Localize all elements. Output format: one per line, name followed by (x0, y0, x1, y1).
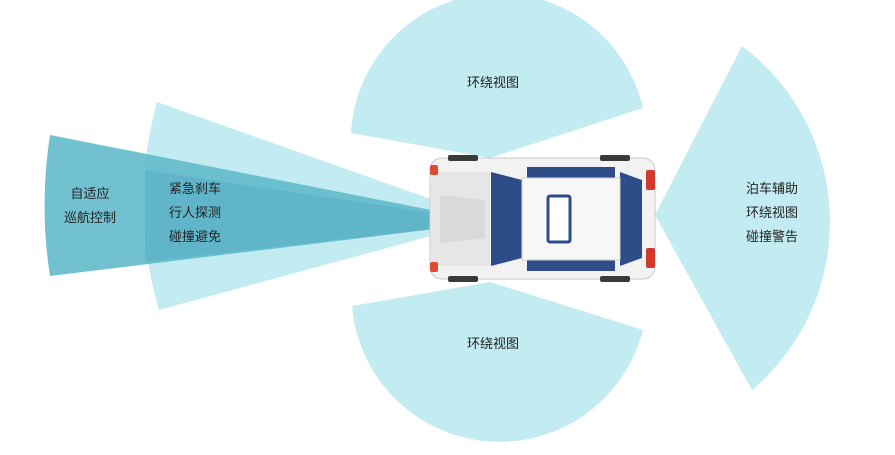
front-line-3: 碰撞避免 (169, 230, 222, 245)
top-surround-view-zone (351, 0, 643, 158)
acc-radar-zone (44, 135, 493, 276)
front-label: 紧急刹车 行人探测 碰撞避免 (169, 178, 221, 250)
rear-line-1: 泊车辅助 (746, 182, 799, 197)
front-overlap-zone (145, 170, 492, 262)
rear-label: 泊车辅助 环绕视图 碰撞警告 (746, 178, 798, 250)
acc-line-2: 巡航控制 (63, 211, 116, 226)
car-icon (429, 155, 656, 282)
rear-line-2: 环绕视图 (746, 206, 799, 221)
top-surround-view-label: 环绕视图 (466, 76, 519, 91)
front-line-2: 行人探测 (169, 206, 222, 221)
acc-line-1: 自适应 (70, 187, 110, 202)
rear-parking-zone (655, 46, 830, 390)
front-line-1: 紧急刹车 (169, 182, 222, 197)
rear-line-3: 碰撞警告 (746, 230, 799, 245)
bottom-surround-view-label: 环绕视图 (466, 337, 519, 352)
bottom-surround-view-zone (352, 282, 643, 442)
acc-label: 自适应 巡航控制 (56, 183, 124, 231)
